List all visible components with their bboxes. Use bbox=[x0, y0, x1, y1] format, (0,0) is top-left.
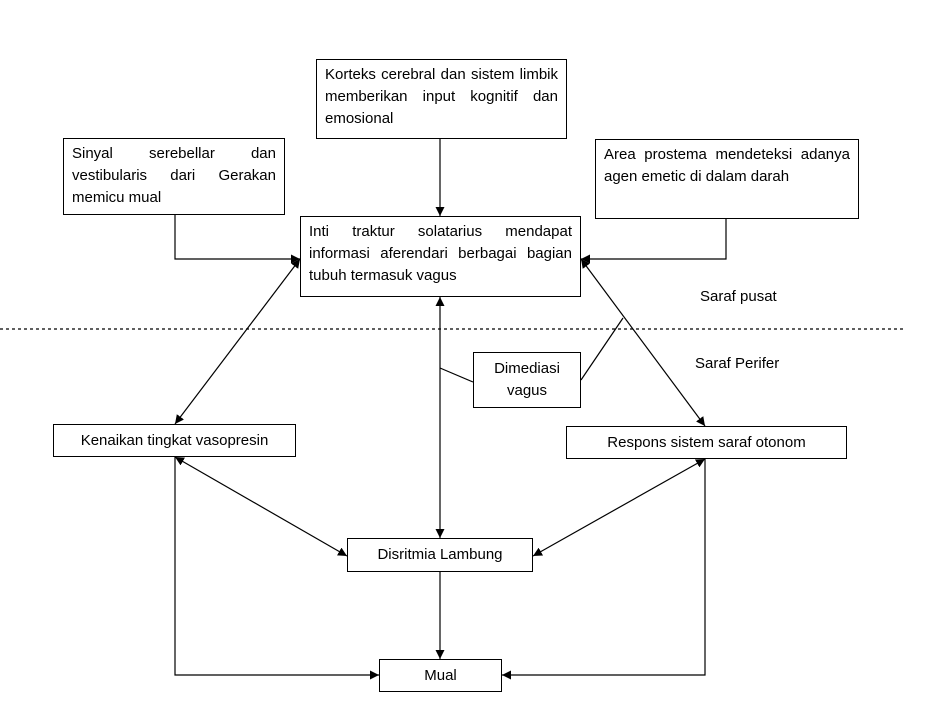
nucleus-tractus-solitarius-box: Inti traktur solatarius mendapat informa… bbox=[300, 216, 581, 297]
gastric-dysrhythmia-box: Disritmia Lambung bbox=[347, 538, 533, 572]
arrow-postrema-to-nts bbox=[581, 219, 727, 264]
nausea-box: Mual bbox=[379, 659, 502, 692]
arrow-nts-to-vasopressin bbox=[174, 258, 301, 425]
area-postrema-box: Area prostema mendeteksi adanya agen eme… bbox=[595, 139, 859, 219]
vagus-mediation-box: Dimediasi vagus bbox=[473, 352, 581, 408]
cerebellar-signal-box: Sinyal serebellar dan vestibularis dari … bbox=[63, 138, 285, 215]
autonomic-response-box: Respons sistem saraf otonom bbox=[566, 426, 847, 459]
vagus-leader-right bbox=[580, 317, 624, 381]
vagus-leader-center bbox=[439, 367, 474, 383]
vasopressin-box: Kenaikan tingkat vasopresin bbox=[53, 424, 296, 457]
arrow-nts-to-autonomic bbox=[580, 258, 706, 427]
arrow-cerebellar-to-nts bbox=[174, 215, 300, 264]
peripheral-nervous-label: Saraf Perifer bbox=[695, 355, 780, 372]
arrow-autonomic-to-nausea bbox=[502, 459, 706, 680]
cortex-input-box: Korteks cerebral dan sistem limbik membe… bbox=[316, 59, 567, 139]
arrow-vasopressin-to-dysrhythmia bbox=[174, 456, 348, 557]
arrow-autonomic-to-dysrhythmia bbox=[532, 458, 706, 557]
central-nervous-label: Saraf pusat bbox=[700, 288, 777, 305]
arrow-vasopressin-to-nausea bbox=[174, 457, 379, 680]
